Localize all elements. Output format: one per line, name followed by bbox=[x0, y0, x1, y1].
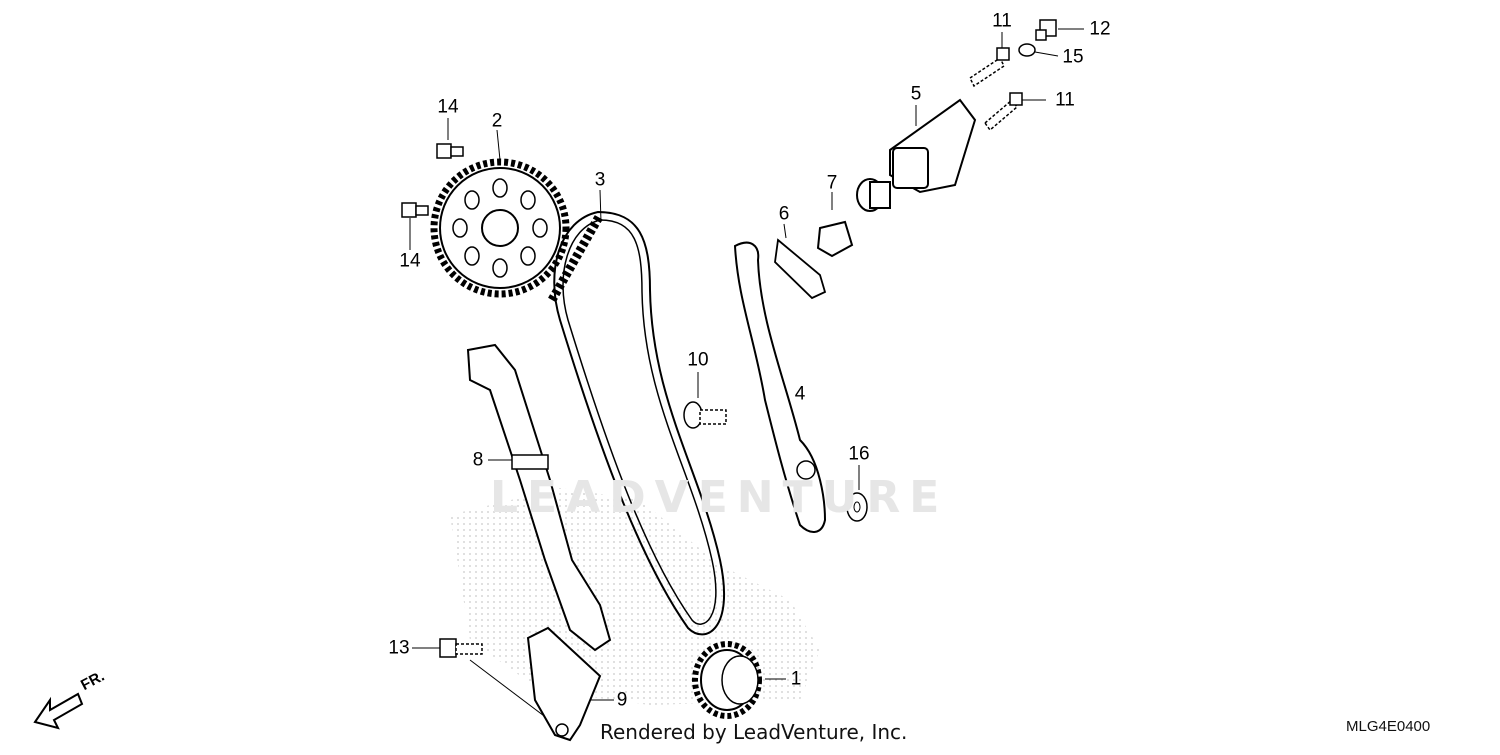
callout-6[interactable]: 6 bbox=[778, 203, 790, 225]
callout-3[interactable]: 3 bbox=[594, 169, 606, 191]
tensioner-pivot-bolt bbox=[683, 401, 727, 429]
callout-12[interactable]: 12 bbox=[1089, 18, 1111, 40]
callout-14-upper[interactable]: 14 bbox=[437, 96, 459, 118]
thrust-washer bbox=[846, 492, 868, 522]
callout-14-lower[interactable]: 14 bbox=[399, 250, 421, 272]
cam-sprocket bbox=[430, 158, 570, 298]
callout-13[interactable]: 13 bbox=[388, 637, 410, 659]
callout-11-lower[interactable]: 11 bbox=[1055, 89, 1075, 111]
leader-lines bbox=[409, 28, 1084, 729]
tensioner-bolt-lower bbox=[983, 92, 1023, 132]
callout-10[interactable]: 10 bbox=[687, 349, 709, 371]
tensioner-arm bbox=[733, 241, 827, 533]
callout-16[interactable]: 16 bbox=[848, 443, 870, 465]
cam-chain-tensioner bbox=[856, 98, 977, 212]
tensioner-lifter-cap bbox=[816, 220, 854, 258]
callout-11-upper[interactable]: 11 bbox=[992, 10, 1012, 32]
sealing-washer bbox=[1018, 43, 1036, 57]
callout-9[interactable]: 9 bbox=[616, 689, 628, 711]
sprocket-bolt-upper bbox=[436, 143, 464, 159]
callout-4[interactable]: 4 bbox=[794, 383, 806, 405]
diagram-code: MLG4E0400 bbox=[1346, 718, 1431, 735]
callout-8[interactable]: 8 bbox=[472, 449, 484, 471]
watermark: LEADVENTURE bbox=[490, 472, 949, 523]
front-direction-arrow bbox=[33, 692, 84, 730]
callout-7[interactable]: 7 bbox=[826, 172, 838, 194]
tensioner-gasket bbox=[774, 238, 827, 300]
tensioner-bolt-upper bbox=[969, 47, 1010, 88]
timing-gear bbox=[692, 641, 762, 719]
callout-15[interactable]: 15 bbox=[1062, 46, 1084, 68]
render-credit: Rendered by LeadVenture, Inc. bbox=[600, 720, 908, 744]
callout-5[interactable]: 5 bbox=[910, 83, 922, 105]
guide-stopper-plate bbox=[526, 626, 602, 742]
callout-2[interactable]: 2 bbox=[491, 110, 503, 132]
sprocket-bolt-lower bbox=[401, 202, 429, 218]
flange-bolt bbox=[439, 638, 483, 658]
chain-guide bbox=[466, 343, 612, 652]
callout-1[interactable]: 1 bbox=[790, 668, 802, 690]
sealing-bolt bbox=[1035, 19, 1057, 41]
cam-chain bbox=[548, 210, 726, 636]
